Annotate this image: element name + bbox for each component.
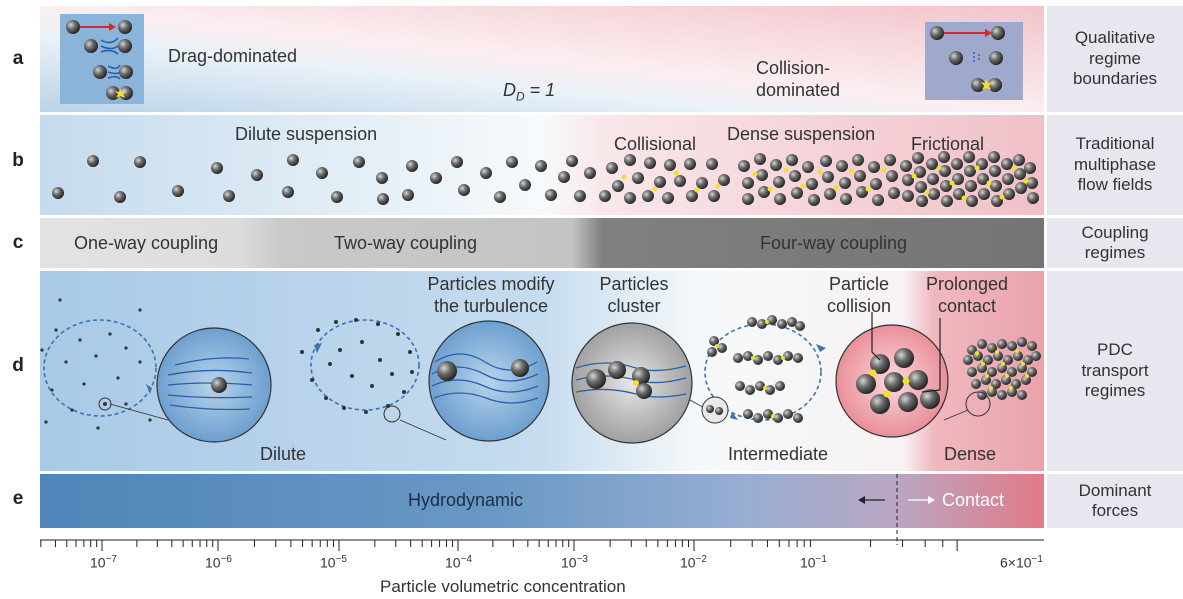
boundary-subscript: D	[516, 89, 525, 104]
dense-particles-row-b	[599, 151, 1039, 207]
four-way-coupling-label: Four-way coupling	[760, 233, 908, 253]
tick-label-1e-4: 10−4	[445, 554, 472, 571]
one-way-coupling-label: One-way coupling	[74, 233, 219, 253]
row-letter-c: c	[12, 232, 24, 253]
drag-inset	[60, 14, 144, 104]
tick-label-1e-2: 10−2	[680, 554, 707, 571]
particles-modify-label: Particles modify the turbulence	[427, 274, 555, 316]
two-way-coupling-label: Two-way coupling	[334, 233, 478, 253]
dense-cluster	[943, 337, 1041, 421]
boundary-equation: DD = 1	[503, 80, 555, 104]
row-letter-a: a	[12, 48, 24, 69]
row-letter-e: e	[12, 488, 24, 509]
particles-cluster-label: Particles cluster	[599, 274, 669, 316]
collisional-label: Collisional	[614, 134, 697, 154]
collision-dominated-label: Collision- dominated	[756, 58, 841, 100]
collision-zoom-circle	[835, 312, 949, 438]
particle-collision-label: Particle collision	[826, 274, 892, 316]
tick-label-1e-5: 10−5	[320, 554, 347, 571]
right-label-a: Qualitative regime boundaries	[1047, 6, 1183, 112]
turbulence-zoom-circle	[428, 320, 550, 442]
right-label-d: PDC transport regimes	[1047, 271, 1183, 471]
drag-dominated-label: Drag-dominated	[168, 46, 298, 66]
turbulence-vortex	[300, 318, 447, 441]
right-label-e: Dominant forces	[1047, 474, 1183, 528]
right-label-b: Traditional multiphase flow fields	[1047, 115, 1183, 215]
cluster-vortex	[701, 315, 826, 424]
row-letter-b: b	[12, 150, 24, 171]
cluster-zoom-circle	[571, 322, 709, 444]
panel-c-bg	[40, 218, 1044, 268]
dilute-suspension-label: Dilute suspension	[235, 124, 378, 144]
dilute-regime-label: Dilute	[260, 444, 307, 464]
tick-label-1e-7: 10−7	[90, 554, 117, 571]
frictional-label: Frictional	[911, 134, 985, 154]
axis-title: Particle volumetric concentration	[380, 577, 626, 596]
tick-label-1e-6: 10−6	[205, 554, 232, 571]
panel-e-bg	[40, 474, 1044, 528]
contact-label: Contact	[942, 490, 1005, 510]
boundary-value: = 1	[524, 80, 556, 100]
dilute-zoom-circle	[156, 327, 272, 443]
panel-a-bg	[40, 6, 1044, 112]
right-label-c: Coupling regimes	[1047, 218, 1183, 268]
dilute-vortex	[40, 298, 169, 430]
intermediate-regime-label: Intermediate	[728, 444, 829, 464]
dense-regime-label: Dense	[944, 444, 997, 464]
row-letter-d: d	[12, 355, 24, 376]
hydrodynamic-label: Hydrodynamic	[408, 490, 524, 510]
axis-ticks	[40, 539, 1044, 551]
tick-label-6e-1: 6×10−1	[1000, 554, 1043, 571]
particles-row-b	[52, 154, 596, 205]
boundary-arrows	[858, 496, 935, 504]
dense-suspension-label: Dense suspension	[727, 124, 876, 144]
collision-inset	[925, 22, 1023, 100]
tick-label-1e-1: 10−1	[800, 554, 827, 571]
boundary-symbol: D	[503, 80, 516, 100]
tick-label-1e-3: 10−3	[561, 554, 588, 571]
prolonged-contact-label: Prolonged contact	[925, 274, 1009, 316]
